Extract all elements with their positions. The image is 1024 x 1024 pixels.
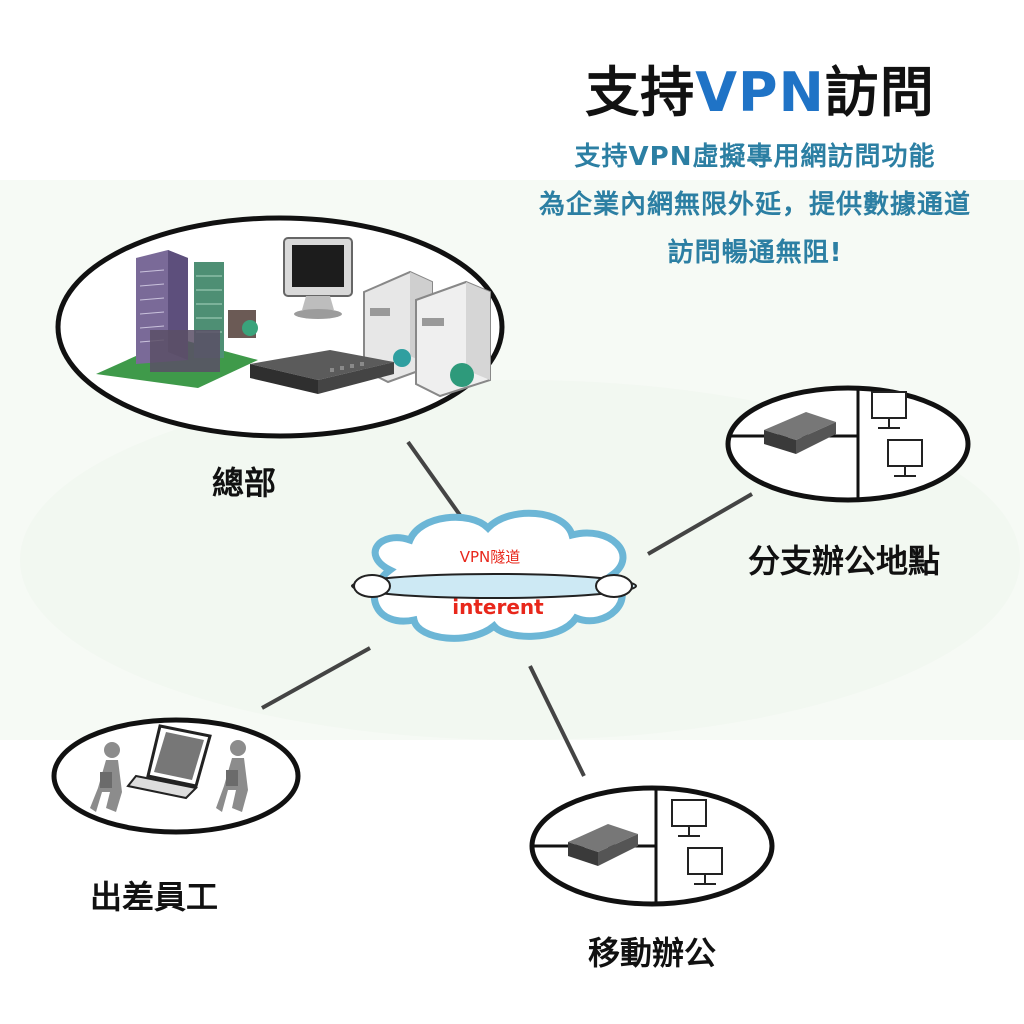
title-prefix: 支持 xyxy=(585,61,696,124)
monitor-icon xyxy=(283,237,353,319)
internet-label: interent xyxy=(452,595,544,619)
monitor-icon xyxy=(871,391,907,429)
link-travel-staff xyxy=(261,646,371,710)
subtitle-line-1: 支持VPN虛擬專用網訪問功能 xyxy=(574,142,936,172)
branch-office-node xyxy=(725,385,971,503)
title-accent: VPN xyxy=(695,61,825,124)
page-title: 支持VPN訪問 xyxy=(560,48,960,127)
internet-cloud: VPN隧道 interent xyxy=(351,509,637,642)
laptop-icon xyxy=(126,724,212,800)
monitor-icon xyxy=(671,799,707,837)
link-headquarters xyxy=(406,440,464,520)
router-icon xyxy=(568,824,638,866)
branch-office-label: 分支辦公地點 xyxy=(748,542,941,580)
headquarters-node xyxy=(55,215,505,439)
monitor-icon xyxy=(687,847,723,885)
mobile-office-node xyxy=(529,785,775,907)
vpn-tunnel-label: VPN隧道 xyxy=(460,548,521,566)
vpn-tunnel-icon xyxy=(351,573,637,599)
title-suffix: 訪問 xyxy=(824,61,935,124)
walking-person-icon xyxy=(90,742,122,812)
router-icon xyxy=(764,412,836,454)
server-tower-icon xyxy=(415,280,491,398)
link-mobile-office xyxy=(528,665,586,777)
travel-staff-node xyxy=(51,717,301,835)
mobile-office-label: 移動辦公 xyxy=(588,934,717,972)
walking-person-icon xyxy=(216,740,248,812)
monitor-icon xyxy=(887,439,923,477)
travel-staff-label: 出差員工 xyxy=(90,878,219,916)
subtitle-line-2: 為企業內網無限外延，提供數據通道 xyxy=(538,190,971,220)
headquarters-label: 總部 xyxy=(212,464,277,502)
link-branch-office xyxy=(647,492,753,556)
subtitle-line-3: 訪問暢通無阻! xyxy=(667,238,843,268)
office-buildings-icon xyxy=(136,250,258,372)
vpn-router-icon xyxy=(250,350,394,394)
